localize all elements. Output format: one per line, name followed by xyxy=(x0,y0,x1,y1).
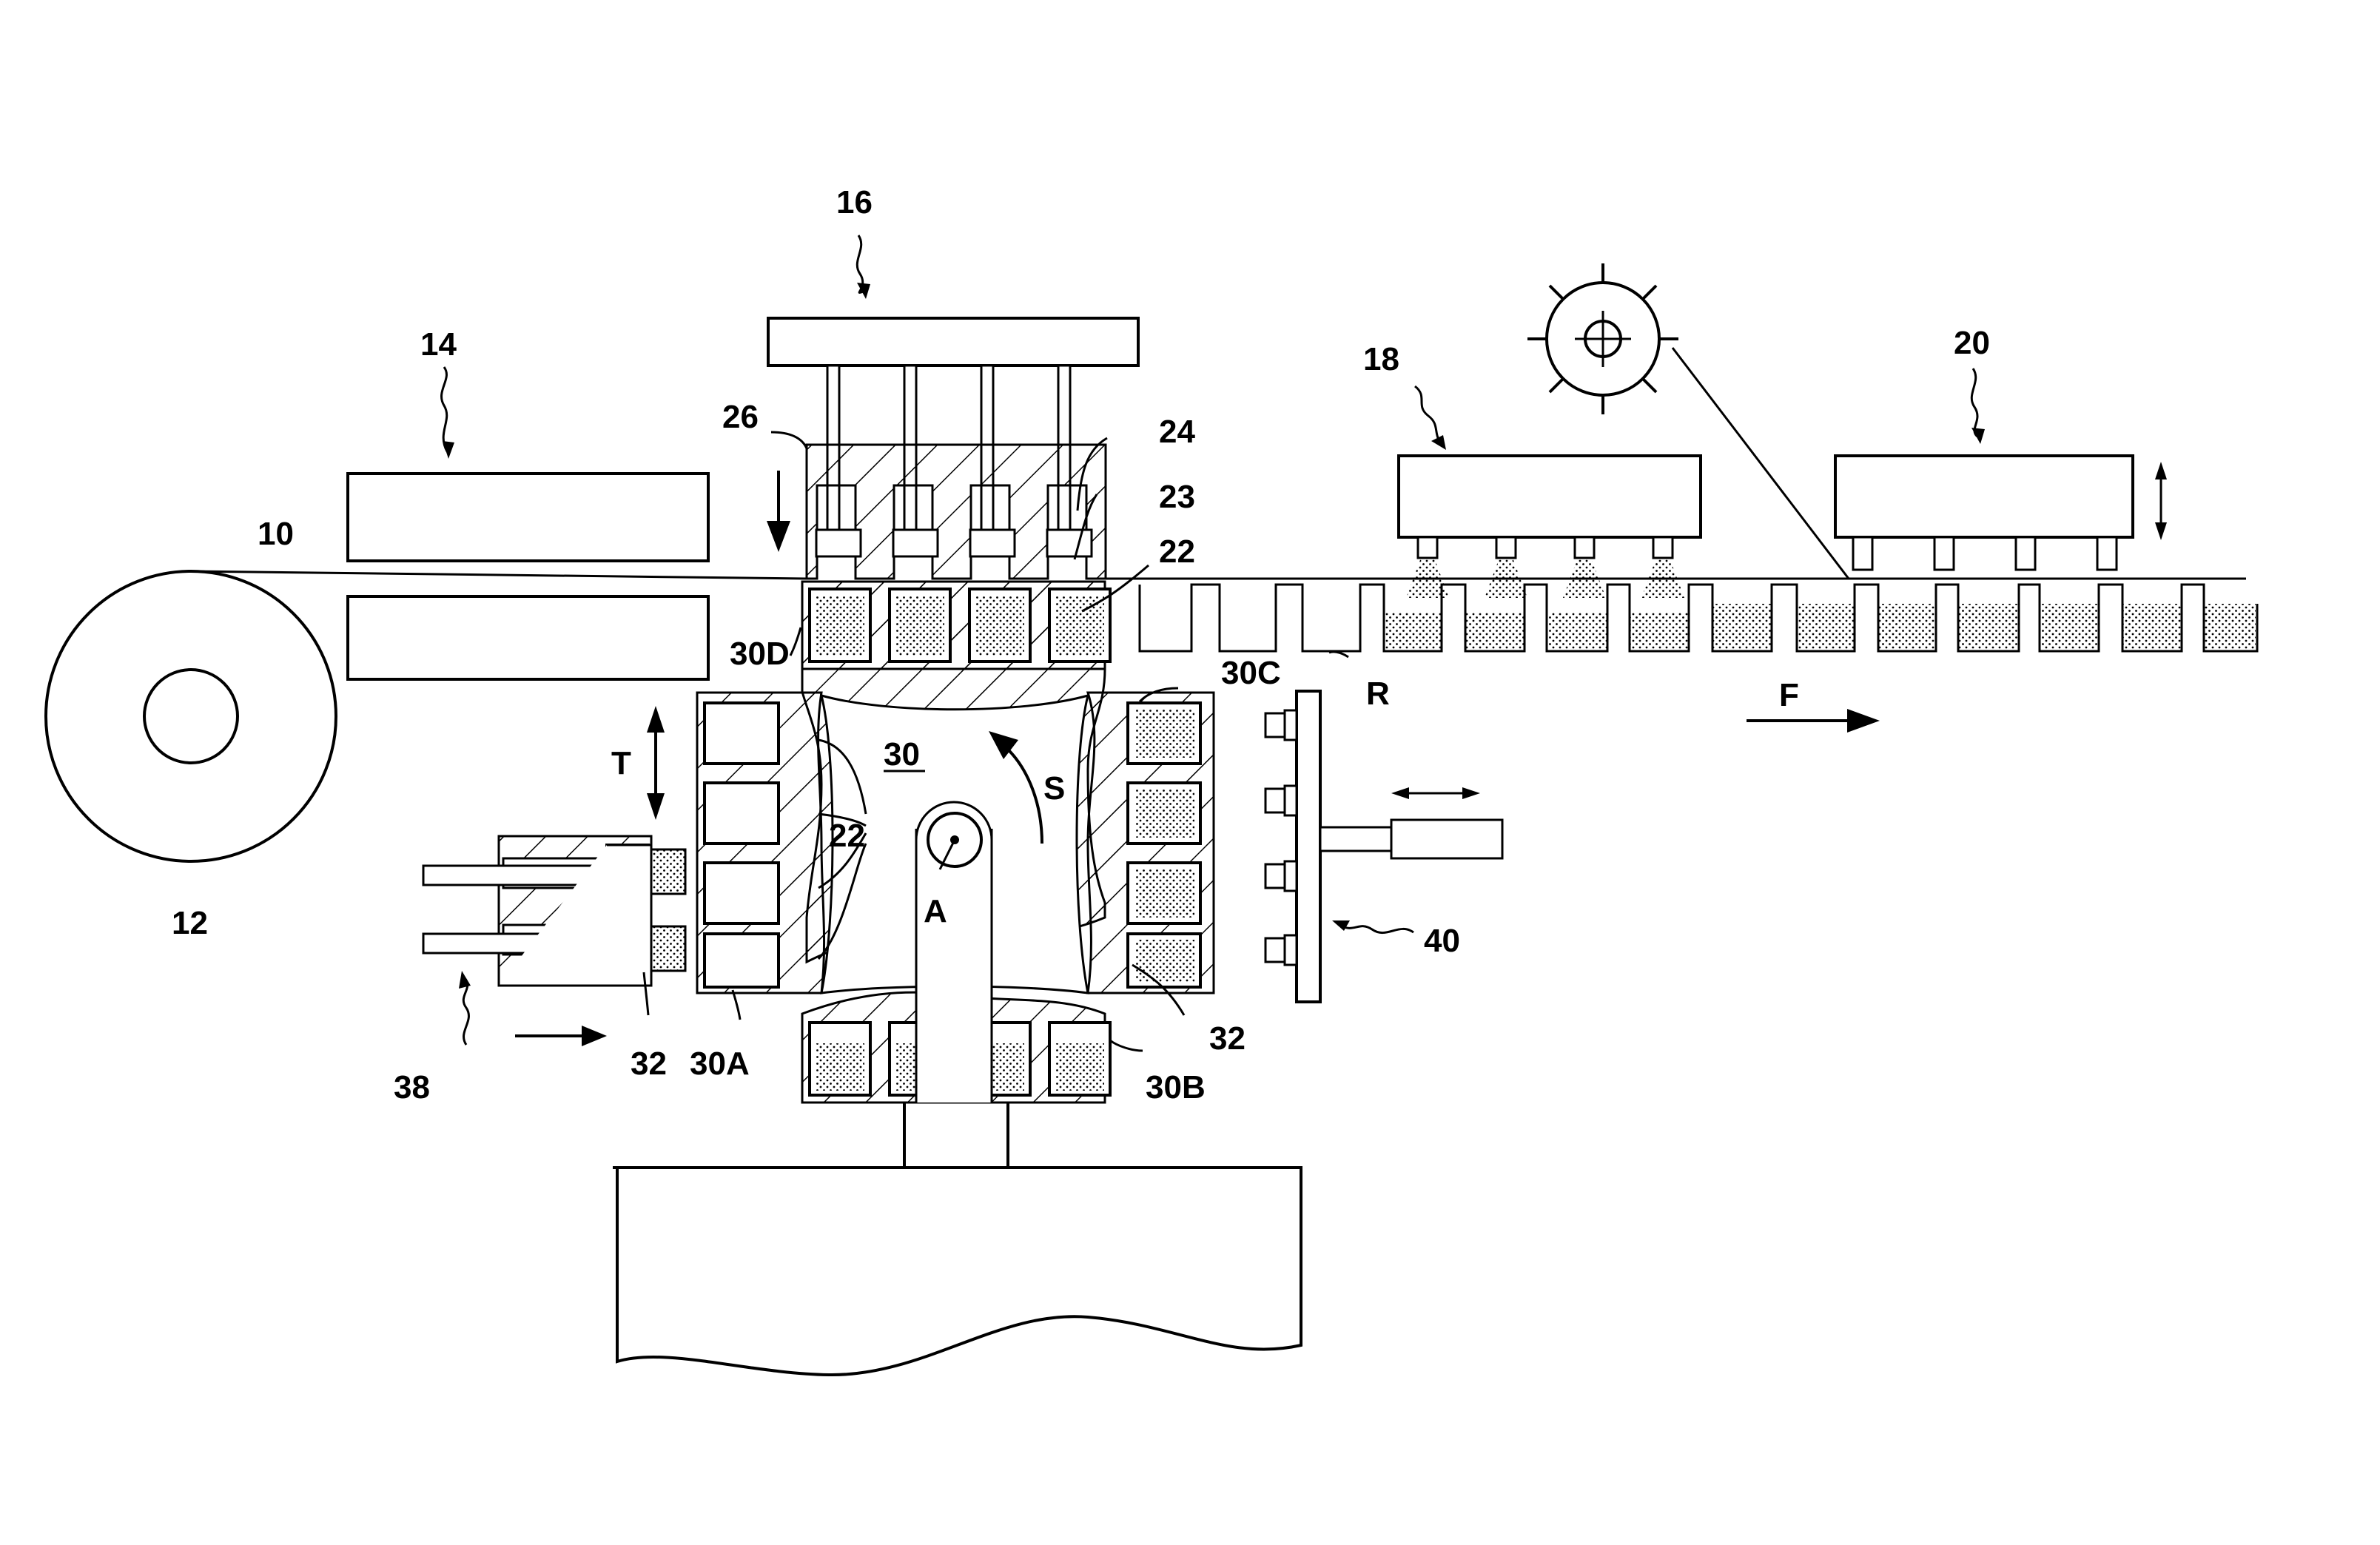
turret-support xyxy=(613,1103,1301,1375)
label-26: 26 xyxy=(722,399,759,435)
label-a: A xyxy=(924,893,947,929)
feed-direction-arrow xyxy=(515,1026,607,1046)
label-f: F xyxy=(1779,677,1799,713)
film-web-line xyxy=(191,571,807,579)
turret-right-pockets xyxy=(1128,703,1200,987)
turret-left-pockets xyxy=(705,703,779,987)
label-32-left: 32 xyxy=(631,1046,667,1082)
formed-strip xyxy=(1140,585,2257,651)
label-22-left: 22 xyxy=(829,818,865,854)
product-feeder xyxy=(423,836,685,986)
sealing-vertical-arrow xyxy=(2155,462,2167,540)
label-38: 38 xyxy=(394,1069,430,1105)
supply-roll xyxy=(46,571,336,861)
sealing-station xyxy=(1835,456,2133,570)
label-23: 23 xyxy=(1159,479,1195,515)
label-10: 10 xyxy=(258,516,294,552)
label-t: T xyxy=(611,745,631,781)
label-32-right: 32 xyxy=(1209,1020,1246,1057)
label-16: 16 xyxy=(836,184,873,221)
label-12: 12 xyxy=(172,905,208,941)
label-14: 14 xyxy=(420,326,457,363)
label-22-top: 22 xyxy=(1159,533,1195,570)
label-40: 40 xyxy=(1424,923,1460,959)
label-24: 24 xyxy=(1159,414,1195,450)
filling-head-40 xyxy=(1265,691,1502,1002)
travel-arrow-t xyxy=(647,706,665,820)
label-18: 18 xyxy=(1363,341,1399,377)
forming-down-arrow xyxy=(767,471,790,552)
label-s: S xyxy=(1043,770,1065,807)
label-20: 20 xyxy=(1954,325,1990,361)
transport-arrow-f xyxy=(1747,709,1880,733)
label-30b: 30B xyxy=(1146,1069,1206,1105)
label-r: R xyxy=(1366,676,1390,712)
forming-station xyxy=(768,318,1138,579)
label-30c: 30C xyxy=(1221,655,1281,691)
label-30: 30 xyxy=(884,736,920,772)
label-30d: 30D xyxy=(730,636,790,672)
head-double-arrow xyxy=(1391,787,1480,799)
dosing-station xyxy=(1399,456,1701,598)
label-30a: 30A xyxy=(690,1046,750,1082)
